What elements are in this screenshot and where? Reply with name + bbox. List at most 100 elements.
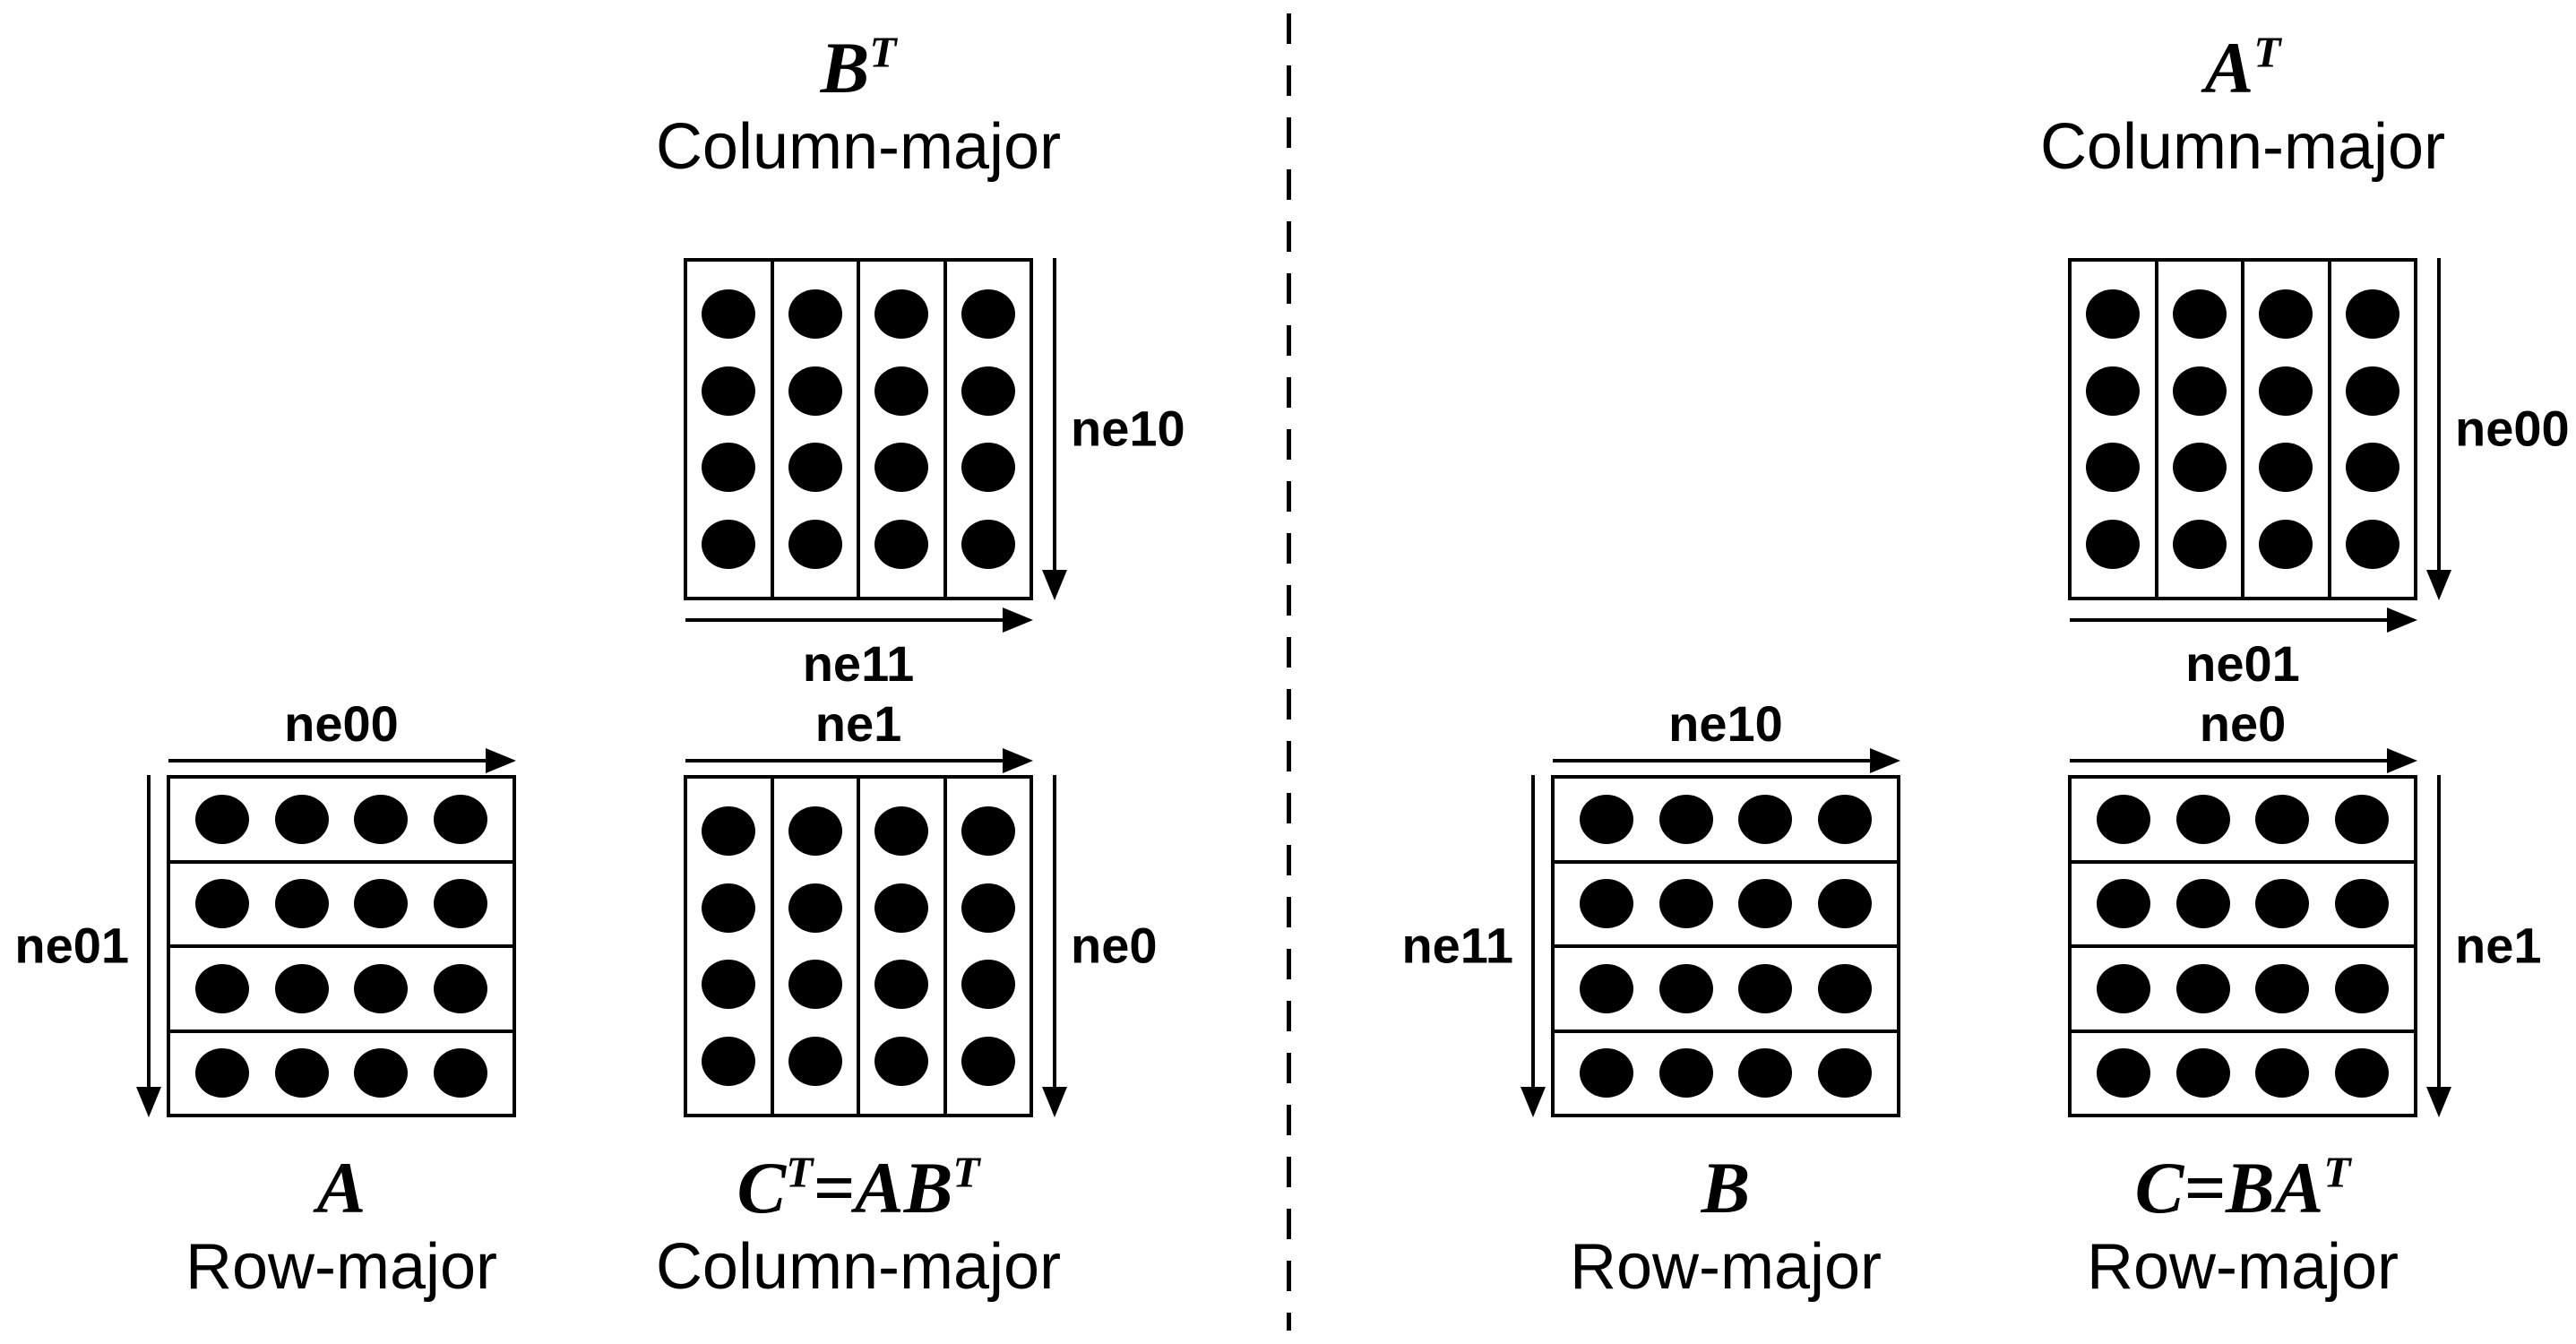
matrix-dot [354, 1048, 409, 1098]
matrix-dot [2172, 443, 2227, 493]
matrix-dot [2255, 879, 2310, 929]
matrix-bt-layout-label: Column-major [655, 110, 1062, 183]
matrix-dot [1580, 879, 1634, 929]
matrix-dot [961, 806, 1015, 856]
matrix-dot [433, 879, 487, 929]
axis-label-ne00: ne00 [284, 695, 399, 752]
matrix-dot [2334, 879, 2389, 929]
matrix-dot [1817, 1048, 1872, 1098]
matrix-dot [874, 883, 929, 933]
matrix-dot [788, 366, 842, 416]
matrix-dot [274, 963, 329, 1013]
matrix-a-name: A [316, 1147, 366, 1228]
axis-label-ne10: ne10 [1071, 400, 1185, 457]
matrix-c-layout-label: Row-major [2086, 1230, 2399, 1303]
matrix-dot [354, 794, 409, 844]
arrow-down-icon [147, 775, 151, 1087]
matrix-strip [2331, 262, 2415, 597]
matrix-c-caption: C=BAT Row-major [1974, 1147, 2511, 1305]
matrix-dot [702, 289, 756, 339]
matrix-strip [170, 864, 513, 948]
matrix-bt-caption: BT Column-major [590, 27, 1127, 185]
matrix-dot [961, 443, 1015, 493]
matrix-dot [2175, 963, 2230, 1013]
matrix-dot [788, 1037, 842, 1087]
matrix-dot [788, 443, 842, 493]
matrix-dot [961, 366, 1015, 416]
matrix-strip [2072, 948, 2414, 1033]
matrix-dot [702, 1037, 756, 1087]
arrow-right-icon [685, 759, 1003, 762]
axis-label-ne1: ne1 [814, 695, 902, 752]
matrix-dot [195, 879, 250, 929]
matrix-dot [1658, 1048, 1713, 1098]
matrix-strip [860, 779, 947, 1114]
matrix-dot [274, 1048, 329, 1098]
matrix-b [1551, 775, 1900, 1117]
arrow-right-icon [168, 759, 486, 762]
matrix-dot [2175, 879, 2230, 929]
matrix-at-layout-label: Column-major [2039, 110, 2446, 183]
matrix-strip [860, 262, 947, 597]
matrix-dot [274, 879, 329, 929]
matrix-dot [1658, 963, 1713, 1013]
panel-divider [1287, 13, 1291, 1331]
matrix-ct-layout-label: Column-major [655, 1230, 1062, 1303]
matrix-dot [2259, 443, 2313, 493]
matrix-strip [2072, 779, 2414, 864]
matrix-dot [433, 794, 487, 844]
matrix-dot [354, 963, 409, 1013]
arrow-down-icon [2437, 258, 2441, 570]
matrix-dot [788, 883, 842, 933]
matrix-dot [2172, 366, 2227, 416]
matrix-dot [1658, 794, 1713, 844]
matrix-dot [874, 520, 929, 570]
matrix-c [2068, 775, 2417, 1117]
matrix-dot [702, 443, 756, 493]
matrix-dot [2259, 366, 2313, 416]
axis-label-ne0: ne0 [2199, 695, 2287, 752]
matrix-ct-name: CT=ABT [737, 1147, 980, 1228]
matrix-dot [788, 960, 842, 1010]
matrix-dot [2345, 520, 2399, 570]
matrix-strip [2072, 1033, 2414, 1115]
axis-label-ne11: ne11 [1401, 917, 1513, 974]
arrow-down-icon [1053, 775, 1056, 1087]
arrow-right-icon [2070, 759, 2387, 762]
matrix-dot [788, 520, 842, 570]
arrow-down-icon [2437, 775, 2441, 1087]
arrow-down-icon [1053, 258, 1056, 570]
matrix-dot [1580, 794, 1634, 844]
arrow-right-icon [685, 618, 1003, 622]
matrix-dot [961, 520, 1015, 570]
matrix-dot [195, 1048, 250, 1098]
matrix-bt [684, 258, 1033, 600]
matrix-strip [1555, 779, 1897, 864]
matrix-dot [874, 289, 929, 339]
matrix-strip [687, 262, 774, 597]
axis-label-ne11: ne11 [802, 635, 915, 692]
matrix-dot [2086, 289, 2141, 339]
matrix-dot [2255, 794, 2310, 844]
matrix-dot [1738, 794, 1793, 844]
matrix-dot [2334, 1048, 2389, 1098]
matrix-at-caption: AT Column-major [1974, 27, 2511, 185]
matrix-dot [2345, 443, 2399, 493]
matrix-dot [2097, 879, 2151, 929]
matrix-dot [1738, 963, 1793, 1013]
matrix-c-group: ne0 ne1 [2068, 697, 2542, 1117]
matrix-at-name: AT [2204, 27, 2281, 108]
matrix-dot [1580, 1048, 1634, 1098]
matrix-dot [2255, 963, 2310, 1013]
matrix-a-group: ne00 ne01 [14, 697, 516, 1117]
matrix-dot [2345, 289, 2399, 339]
matrix-dot [433, 1048, 487, 1098]
matrix-strip [2072, 262, 2158, 597]
axis-label-ne0: ne0 [1071, 917, 1158, 974]
matrix-ct [684, 775, 1033, 1117]
arrow-right-icon [2070, 618, 2387, 622]
matrix-strip [170, 1033, 513, 1115]
matrix-dot [702, 806, 756, 856]
matrix-strip [774, 779, 860, 1114]
